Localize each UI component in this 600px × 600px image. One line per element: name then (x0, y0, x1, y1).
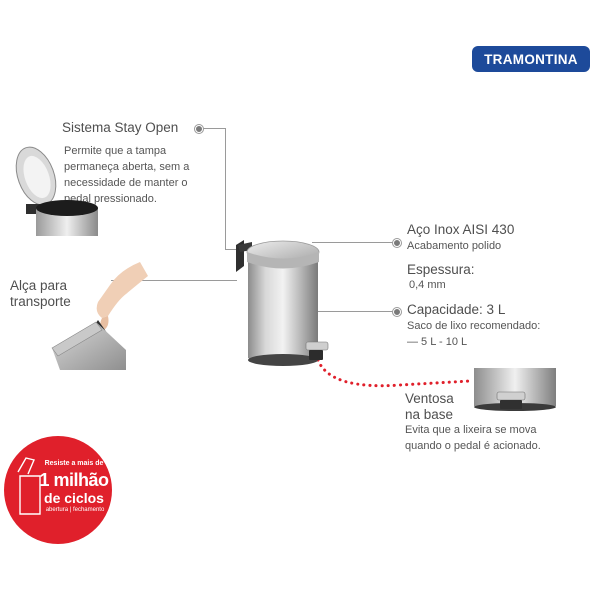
callout-dot-stay-open (195, 125, 203, 133)
capacity-desc: Saco de lixo recomendado: — 5 L - 10 L (407, 318, 540, 350)
badge-line4: abertura | fechamento (45, 507, 105, 513)
thickness-title: Espessura: (407, 262, 475, 277)
callout-line-stay-open-bottom (225, 249, 239, 250)
callout-dot-capacity (393, 308, 401, 316)
callout-dot-steel (393, 239, 401, 247)
callout-line-handle (111, 280, 237, 281)
stay-open-desc-line: permaneça aberta, sem a (64, 161, 190, 173)
suction-title-line: na base (405, 407, 454, 422)
stay-open-desc: Permite que a tampa permaneça aberta, se… (64, 143, 189, 207)
badge-line2: 1 milhão (39, 470, 109, 490)
callout-line-capacity (316, 311, 398, 312)
capacity-desc-line: Saco de lixo recomendado: (407, 320, 541, 332)
thickness-desc: 0,4 mm (409, 279, 446, 291)
steel-desc: Acabamento polido (407, 240, 502, 252)
suction-desc: Evita que a lixeira se mova quando o ped… (405, 422, 541, 454)
suction-desc-line: quando o pedal é acionado. (405, 440, 541, 452)
handle-title-line: transporte (10, 294, 71, 309)
steel-title: Aço Inox AISI 430 (407, 222, 515, 237)
callout-line-steel (312, 242, 399, 243)
trash-bin-outline-icon (17, 457, 41, 515)
suction-title: Ventosa na base (405, 391, 454, 423)
callout-line-stay-open (202, 128, 226, 129)
cycles-badge: Resiste a mais de 1 milhão de ciclos abe… (4, 436, 112, 544)
stay-open-desc-line: necessidade de manter o (64, 177, 188, 189)
stay-open-title: Sistema Stay Open (62, 120, 179, 135)
brand-logo: TRAMONTINA (472, 46, 590, 72)
handle-title: Alça para transporte (10, 278, 71, 310)
capacity-desc-line: — 5 L - 10 L (407, 336, 468, 348)
badge-line3: de ciclos (44, 490, 104, 506)
capacity-title: Capacidade: 3 L (407, 302, 506, 317)
suction-title-line: Ventosa (405, 391, 454, 406)
callout-line-stay-open-vertical (225, 128, 226, 250)
badge-line1: Resiste a mais de (44, 460, 104, 467)
suction-desc-line: Evita que a lixeira se mova (405, 424, 537, 436)
handle-title-line: Alça para (10, 278, 68, 293)
stay-open-desc-line: Permite que a tampa (64, 145, 167, 157)
